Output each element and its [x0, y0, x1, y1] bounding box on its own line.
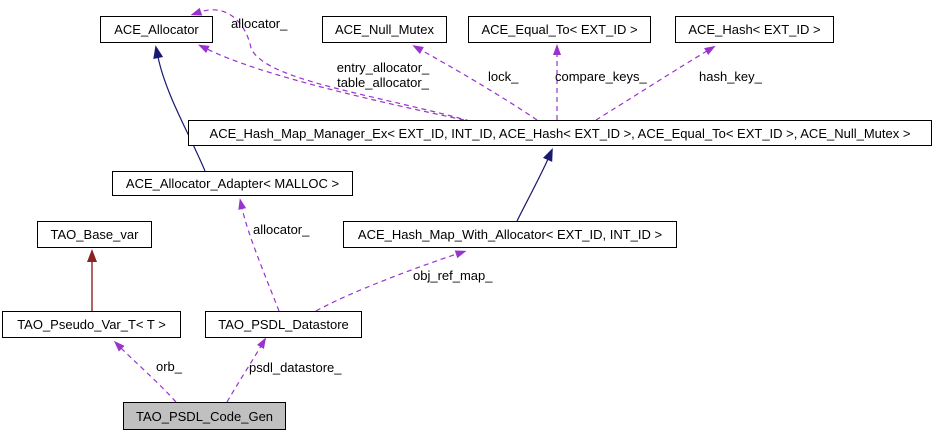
- edge-inherit-withalloc-manager: [516, 148, 553, 222]
- class-node-ace-hash[interactable]: ACE_Hash< EXT_ID >: [675, 16, 834, 43]
- edge-label-lock: lock_: [488, 69, 519, 84]
- class-node-tao-psdl-datastore[interactable]: TAO_PSDL_Datastore: [205, 311, 362, 338]
- edge-label-compare-keys: compare_keys_: [555, 69, 647, 84]
- edge-inherit-adapter-allocator: [153, 45, 206, 172]
- edge-label-psdl-datastore: psdl_datastore_: [249, 360, 342, 375]
- edge-allocator-top: [190, 7, 471, 122]
- edge-orb: [113, 340, 177, 403]
- class-node-tao-pseudo-var-t[interactable]: TAO_Pseudo_Var_T< T >: [2, 311, 181, 338]
- class-node-ace-hash-map-manager-ex[interactable]: ACE_Hash_Map_Manager_Ex< EXT_ID, INT_ID,…: [188, 120, 932, 146]
- edge-allocator-mid: [238, 198, 280, 312]
- edge-label-entry-table-allocator: entry_allocator_ table_allocator_: [336, 60, 430, 90]
- class-node-ace-equal-to[interactable]: ACE_Equal_To< EXT_ID >: [468, 16, 651, 43]
- class-node-ace-null-mutex[interactable]: ACE_Null_Mutex: [322, 16, 447, 43]
- edge-label-hash-key: hash_key_: [699, 69, 762, 84]
- edge-label-allocator-top: allocator_: [231, 16, 288, 31]
- edge-label-allocator-mid: allocator_: [253, 222, 310, 237]
- edge-hash-key: [595, 45, 716, 121]
- class-node-ace-allocator[interactable]: ACE_Allocator: [100, 16, 213, 43]
- edge-label-obj-ref-map: obj_ref_map_: [413, 268, 493, 283]
- edge-obj-ref-map: [315, 250, 467, 312]
- class-node-ace-hash-map-with-allocator[interactable]: ACE_Hash_Map_With_Allocator< EXT_ID, INT…: [343, 221, 677, 248]
- class-node-tao-psdl-code-gen[interactable]: TAO_PSDL_Code_Gen: [123, 402, 286, 430]
- edge-lock: [412, 45, 538, 121]
- class-node-ace-allocator-adapter[interactable]: ACE_Allocator_Adapter< MALLOC >: [112, 171, 353, 196]
- edge-label-orb: orb_: [156, 359, 183, 374]
- class-node-tao-base-var[interactable]: TAO_Base_var: [37, 221, 152, 248]
